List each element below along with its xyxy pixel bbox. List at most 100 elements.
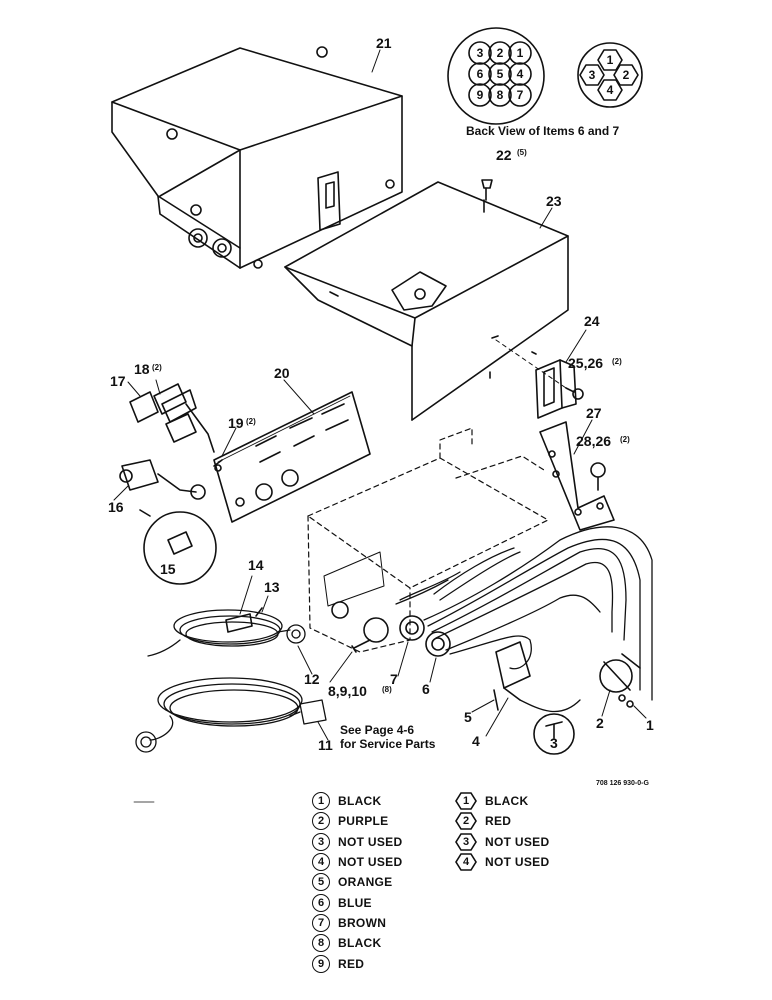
legend-row: 1 BLACK — [455, 791, 529, 811]
legend-row: 3 NOT USED — [455, 832, 549, 852]
callout-17: 17 — [110, 373, 126, 389]
legend-row: 8 BLACK — [312, 933, 382, 953]
pin-number: 2 — [462, 815, 470, 827]
console-cover-23 — [284, 181, 569, 421]
pin-number: 2 — [623, 68, 630, 82]
legend-row: 4 NOT USED — [455, 852, 549, 872]
cable-tags-13-14 — [225, 607, 263, 633]
screw-19 — [213, 459, 223, 472]
wire-color-label: NOT USED — [338, 835, 403, 849]
wire-color-label: BROWN — [338, 916, 387, 930]
wire-color-label: NOT USED — [485, 835, 550, 849]
nine-pin-numbers: 3 2 1 6 5 4 9 8 7 — [477, 46, 524, 102]
callout-28-26: 28,26 — [576, 433, 611, 449]
screw-22 — [481, 179, 493, 201]
callout-15: 15 — [160, 561, 176, 577]
qty-18: (2) — [152, 363, 162, 372]
pin-number: 3 — [589, 68, 596, 82]
qty-8-9-10: (8) — [382, 685, 392, 694]
callout-5: 5 — [464, 709, 472, 725]
switches-17-18 — [129, 383, 215, 453]
pin-number: 3 — [477, 46, 484, 60]
callout-18: 18 — [134, 361, 150, 377]
pin-number: 1 — [462, 795, 470, 807]
pin-badge: 1 — [455, 792, 477, 810]
figure-code: 708 126 930-0-G — [596, 780, 649, 787]
pin-number: 7 — [517, 88, 524, 102]
pin-badge: 3 — [455, 833, 477, 851]
pin-badge: 8 — [312, 934, 330, 952]
pin-badge: 5 — [312, 873, 330, 891]
pin-badge: 6 — [312, 894, 330, 912]
back-view-caption: Back View of Items 6 and 7 — [466, 124, 620, 138]
callout-3: 3 — [550, 735, 558, 751]
pin-badge: 4 — [455, 853, 477, 871]
wire-harness — [395, 526, 653, 713]
legend-row: 6 BLUE — [312, 893, 372, 913]
callout-8-9-10: 8,9,10 — [328, 683, 367, 699]
bracket-plate-27 — [539, 421, 615, 531]
legend-row: 2 RED — [455, 811, 511, 831]
leader-lines — [113, 49, 647, 741]
detail-circle-15 — [139, 509, 217, 585]
wire-color-label: PURPLE — [338, 814, 389, 828]
pin-number: 9 — [477, 88, 484, 102]
module-5 — [493, 641, 531, 711]
callout-12: 12 — [304, 671, 320, 687]
pin-number: 3 — [462, 836, 470, 848]
detail-circle-3 — [533, 713, 575, 755]
pin-badge: 7 — [312, 914, 330, 932]
callout-1: 1 — [646, 717, 654, 733]
pin-number: 1 — [607, 53, 614, 67]
pin-badge: 2 — [312, 812, 330, 830]
wire-color-label: RED — [485, 814, 512, 828]
pin-number: 5 — [497, 67, 504, 81]
callout-24: 24 — [584, 313, 600, 329]
connector-16 — [119, 459, 206, 500]
pin-badge: 9 — [312, 955, 330, 973]
callout-13: 13 — [264, 579, 280, 595]
pin-number: 4 — [607, 83, 614, 97]
pin-badge: 2 — [455, 812, 477, 830]
bolt-28-26 — [590, 462, 606, 491]
pin-badge: 1 — [312, 792, 330, 810]
legend-row: 9 RED — [312, 954, 364, 974]
wire-color-label: ORANGE — [338, 875, 393, 889]
note-line-1: See Page 4-6 — [340, 723, 415, 737]
callout-27: 27 — [586, 405, 602, 421]
four-pin-numbers: 1 3 2 4 — [589, 53, 630, 97]
pin-number: 4 — [517, 67, 524, 81]
legend-row: 2 PURPLE — [312, 811, 388, 831]
screw-8-9-10 — [351, 639, 371, 653]
pin-number: 4 — [462, 856, 470, 868]
callout-6: 6 — [422, 681, 430, 697]
callout-7: 7 — [390, 671, 398, 687]
wire-color-label: BLACK — [485, 794, 529, 808]
wire-color-label: BLACK — [338, 794, 382, 808]
callout-16: 16 — [108, 499, 124, 515]
callout-23: 23 — [546, 193, 562, 209]
qty-25-26: (2) — [612, 357, 622, 366]
callout-2: 2 — [596, 715, 604, 731]
wire-color-label: BLACK — [338, 936, 382, 950]
pin-number: 2 — [497, 46, 504, 60]
qty-22: (5) — [517, 148, 527, 157]
console-housing-21 — [111, 46, 403, 269]
callout-4: 4 — [472, 733, 480, 749]
callout-numbers: 21 22 (5) 23 24 25,26 (2) 27 28,26 (2) 2… — [108, 35, 654, 753]
panel-20 — [213, 391, 371, 523]
connectors-6-7 — [399, 615, 451, 657]
service-parts-note: See Page 4-6 for Service Parts — [340, 723, 435, 751]
qty-19: (2) — [246, 417, 256, 426]
wire-color-label: RED — [338, 957, 365, 971]
relay-2 — [599, 653, 641, 708]
wire-color-label: NOT USED — [338, 855, 403, 869]
wire-color-label: NOT USED — [485, 855, 550, 869]
callout-14: 14 — [248, 557, 264, 573]
wire-color-label: BLUE — [338, 896, 372, 910]
callout-22: 22 — [496, 147, 512, 163]
legend-row: 5 ORANGE — [312, 872, 392, 892]
